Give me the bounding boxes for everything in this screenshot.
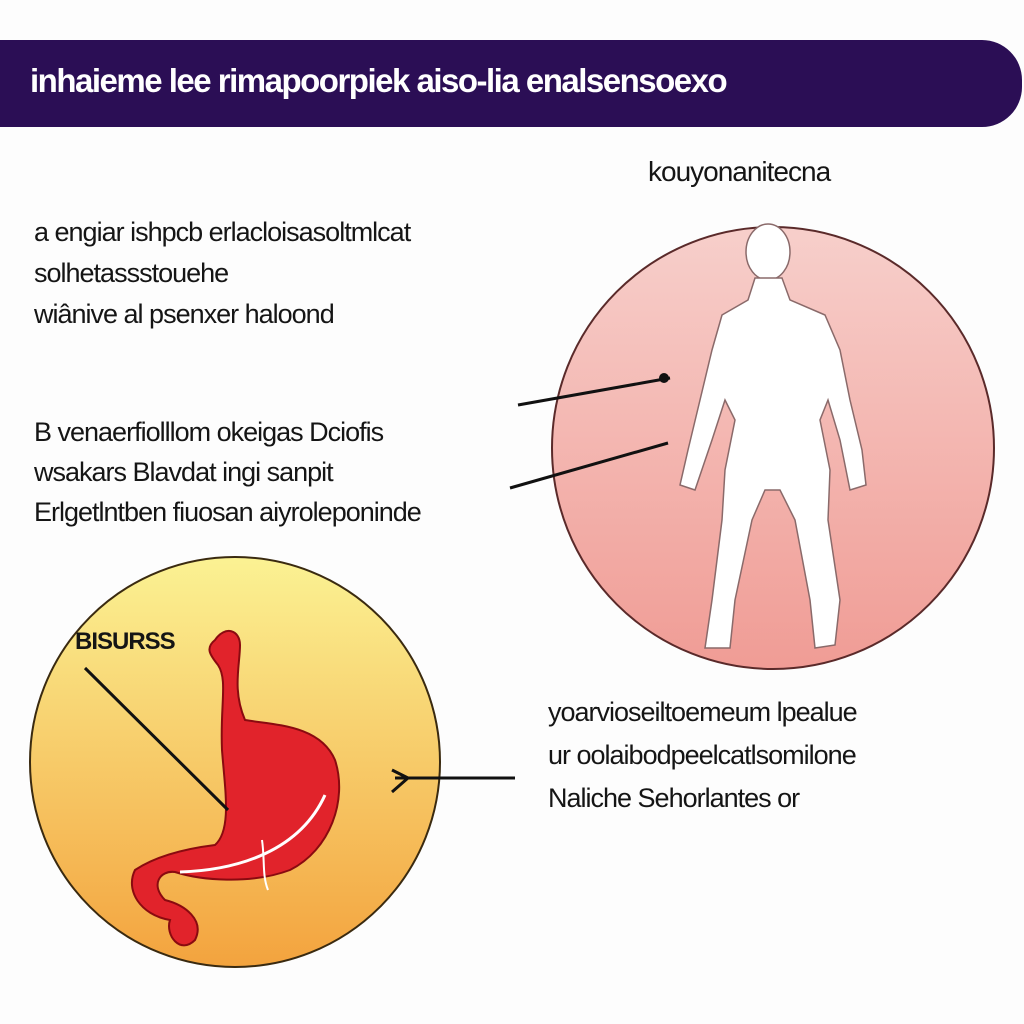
- pointer-line: [509, 441, 669, 490]
- text-line: wsakars Blavdat ingi sanpit: [34, 457, 334, 487]
- human-body-figure: [679, 223, 867, 649]
- text-line: a engiar ishpcb erlacloisasoltmlcat: [34, 217, 411, 247]
- stomach-circle: [29, 556, 515, 968]
- text-line: Naliche Sehorlantes or: [548, 783, 800, 813]
- text-line: solhetassstouehe: [34, 258, 229, 288]
- pointer-dot: [659, 373, 669, 383]
- text-line: ur oolaibodpeelcatlsomilone: [548, 740, 857, 770]
- arrow-head-icon: [391, 768, 411, 794]
- pointer-line: [83, 666, 230, 812]
- text-line: Erlgetlntben fiuosan aiyroleponinde: [34, 497, 422, 527]
- text-line: B venaerfiolllom okeigas Dciofis: [34, 417, 384, 447]
- stomach-icon: [130, 630, 341, 947]
- page-title: inhaieme lee rimapoorpiek aiso-lia enals…: [30, 62, 728, 99]
- stomach-label: BISURSS: [75, 628, 176, 655]
- body-diagram-label: kouyonanitecna: [648, 156, 831, 187]
- pointer-line: [517, 376, 671, 407]
- title-banner: inhaieme lee rimapoorpiek aiso-lia enals…: [0, 40, 1022, 127]
- text-line: yoarvioseiltoemeum lpealue: [548, 697, 858, 727]
- body-circle: [509, 223, 995, 670]
- text-line: wiânive al psenxer haloond: [34, 299, 335, 329]
